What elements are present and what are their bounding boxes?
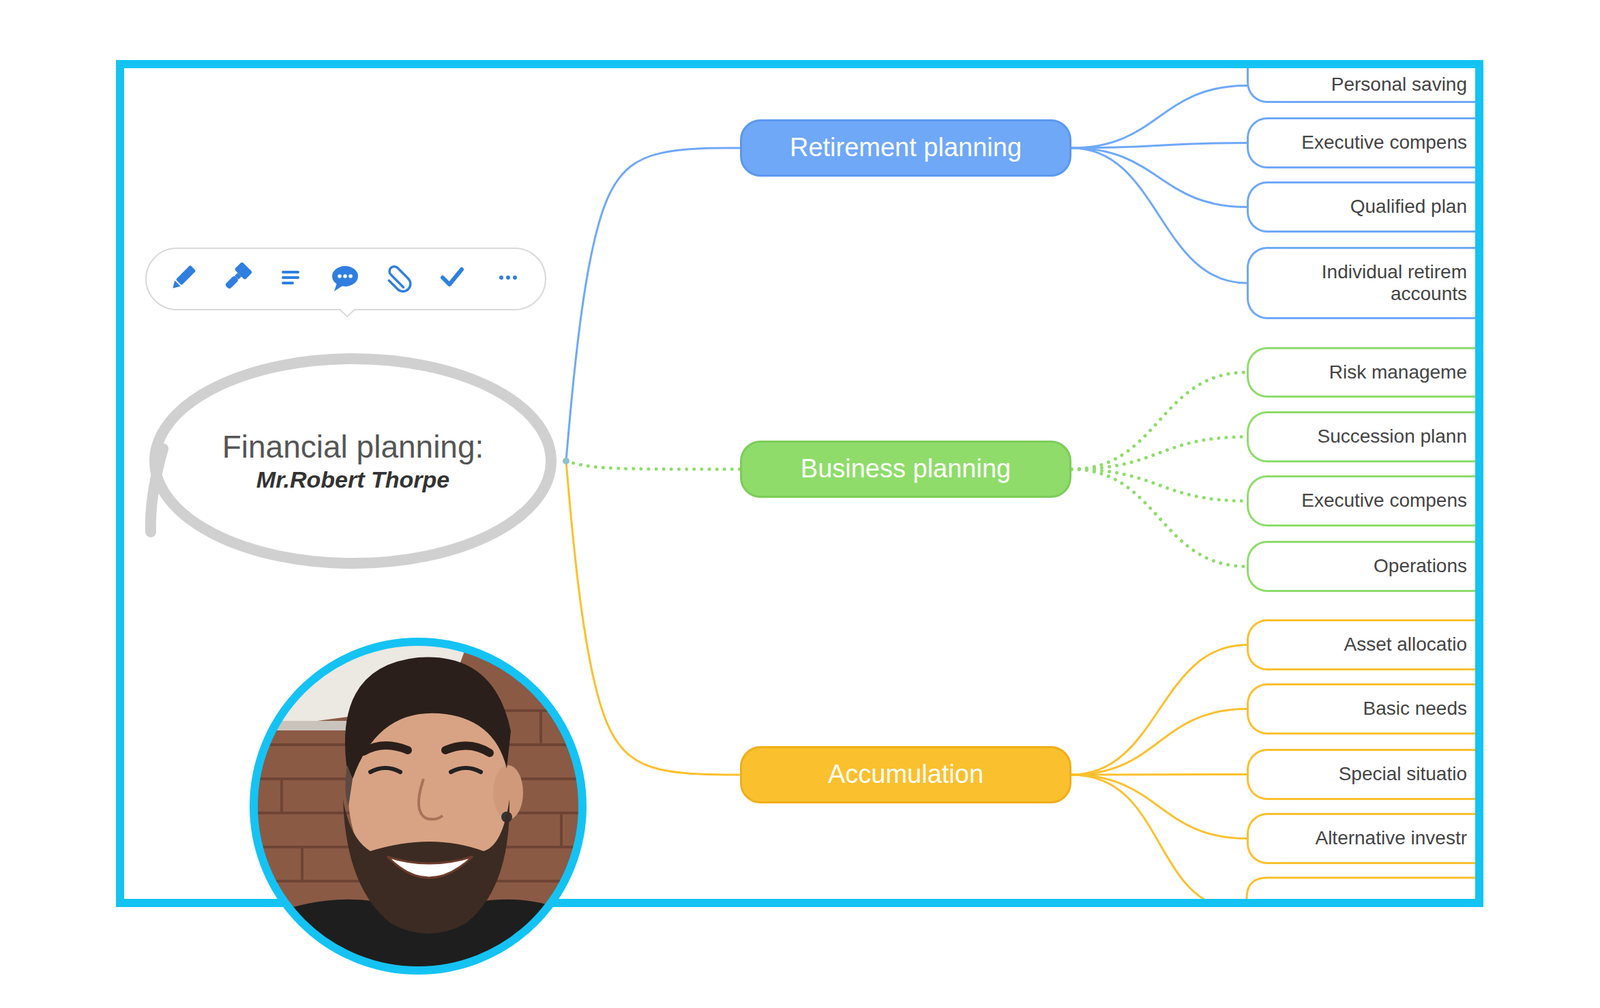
subtopic-box: Executive compens [1246, 475, 1476, 527]
subtopic-label: Risk manageme [1329, 361, 1468, 384]
decoration [343, 274, 348, 279]
decoration [334, 283, 344, 292]
subtopic-box: Alternative investr [1246, 812, 1476, 865]
more-icon [499, 275, 517, 280]
decoration [145, 248, 546, 310]
branch-connector [566, 461, 740, 775]
subtopic-box: Special situatio [1246, 748, 1476, 800]
decoration [280, 778, 284, 813]
subtopic-box: Basic needs [1246, 683, 1476, 735]
branch-connector [566, 461, 740, 470]
branch-connector [1071, 645, 1247, 776]
subtopic-box: Individual retirem accounts [1246, 246, 1476, 320]
decoration [506, 275, 511, 280]
decoration [338, 308, 356, 317]
subtopic-box: Succession plann [1246, 411, 1476, 463]
decoration [224, 274, 239, 290]
decoration [442, 269, 462, 285]
ring-tail [150, 448, 164, 532]
decoration [283, 281, 293, 285]
subtopic-label: Executive compens [1301, 489, 1468, 512]
decoration [445, 745, 490, 753]
subtopic-box: Executive compens [1246, 117, 1476, 169]
attach-icon [383, 264, 414, 295]
branch-connector [1071, 774, 1247, 839]
branch-connector [566, 147, 740, 462]
notes-icon [283, 272, 299, 284]
branch-connector [1071, 437, 1247, 470]
subtopic-label: Basic needs [1362, 697, 1468, 720]
decoration [240, 628, 596, 984]
decoration [512, 275, 517, 280]
branch-label: Retirement planning [789, 132, 1022, 164]
subtopic-box: Risk manageme [1246, 347, 1476, 398]
subtopic-label: Executive compens [1301, 131, 1468, 154]
subtopic-box: Personal saving [1246, 68, 1476, 103]
decoration [363, 745, 408, 752]
decoration [418, 778, 443, 820]
branch-connector [1071, 147, 1247, 284]
check-icon [442, 269, 462, 285]
decoration [233, 261, 253, 281]
subtopic-label: Asset allocatio [1343, 633, 1468, 656]
decoration [240, 628, 596, 984]
decoration [332, 265, 359, 287]
branch-connector [1071, 143, 1247, 149]
decoration [169, 280, 181, 292]
subtopic-box: Qualified plan [1246, 181, 1476, 233]
decoration [300, 847, 304, 882]
subtopic-box: Operations [1246, 540, 1476, 592]
branch-connector [1071, 469, 1247, 502]
branch-topic: Business planning [739, 440, 1072, 498]
pencil-icon [169, 265, 196, 292]
connector-hub [562, 457, 570, 465]
subtopic-label: Personal saving [1331, 73, 1468, 96]
decoration [345, 656, 511, 779]
decoration [337, 274, 342, 279]
ring-outline [154, 358, 552, 564]
subtopic-label: Qualified plan [1350, 195, 1468, 218]
decoration [283, 276, 299, 279]
subtopic-label: Special situatio [1338, 763, 1468, 785]
subtopic-box: Asset allocatio [1246, 619, 1476, 671]
decoration [283, 270, 299, 274]
branch-connector [1071, 85, 1247, 149]
subtopic-label: Alternative investr [1314, 827, 1468, 850]
decoration [370, 767, 401, 773]
topic-title: Financial planning: [222, 428, 485, 466]
branch-connector [1071, 147, 1247, 208]
comment-icon [332, 265, 359, 292]
decoration [348, 274, 353, 279]
client-name: Mr.Robert Thorpe [256, 466, 450, 494]
decoration [175, 265, 197, 286]
decoration [387, 856, 473, 878]
decoration [559, 812, 563, 848]
branch-label: Accumulation [827, 759, 984, 790]
decoration [1071, 774, 1221, 899]
decoration [383, 264, 414, 295]
branch-connector [1071, 709, 1247, 776]
decoration [1246, 877, 1476, 899]
central-topic: Financial planning:Mr.Robert Thorpe [139, 346, 567, 576]
branch-connector [1071, 372, 1247, 470]
decoration [343, 799, 510, 934]
branch-connector [1071, 773, 1247, 777]
branch-topic: Retirement planning [739, 119, 1072, 177]
decoration [450, 767, 481, 773]
branch-connector [1071, 469, 1247, 567]
decoration [499, 275, 504, 280]
branch-topic: Accumulation [739, 746, 1072, 804]
decoration [539, 710, 543, 745]
subtopic-label: Individual retirem accounts [1269, 261, 1468, 305]
decoration [253, 641, 583, 971]
subtopic-label: Operations [1373, 555, 1468, 577]
decoration [345, 765, 353, 807]
subtopic-label: Succession plann [1317, 425, 1468, 448]
brush-icon [221, 261, 253, 293]
toolbar [145, 248, 546, 317]
branch-label: Business planning [800, 454, 1011, 485]
avatar-photo [240, 628, 596, 984]
